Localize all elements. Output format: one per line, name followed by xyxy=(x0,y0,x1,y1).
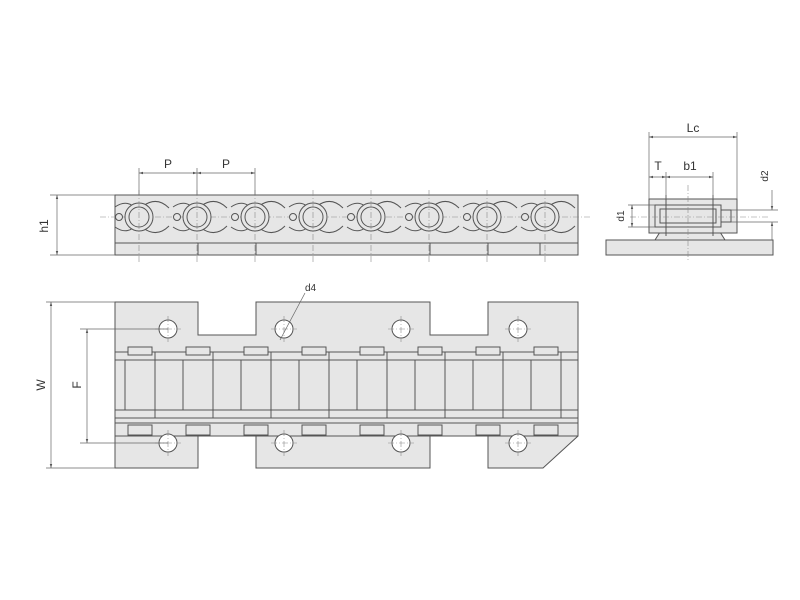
link-pin xyxy=(115,213,123,221)
front-link-group xyxy=(114,190,576,262)
b1-label: b1 xyxy=(683,159,697,173)
plan-roller xyxy=(414,346,446,436)
roller-cap-top xyxy=(359,346,385,356)
pitch-label-b: P xyxy=(222,157,230,171)
chain-link xyxy=(172,190,228,262)
roller-cap-bottom xyxy=(185,424,211,436)
d4-leader xyxy=(279,292,306,341)
chain-link xyxy=(114,190,170,262)
chain-link xyxy=(404,190,460,262)
chain-link xyxy=(346,190,402,262)
roller-body xyxy=(472,359,504,411)
roller-cap-bottom xyxy=(475,424,501,436)
roller-body xyxy=(240,359,272,411)
w-label: W xyxy=(34,379,48,391)
roller-body xyxy=(356,359,388,411)
roller-cap-top xyxy=(533,346,559,356)
roller-cap-top xyxy=(243,346,269,356)
roller-cap-bottom xyxy=(301,424,327,436)
roller-body xyxy=(530,359,562,411)
t-label: T xyxy=(654,159,662,173)
roller-body xyxy=(298,359,330,411)
roller-cap-bottom xyxy=(127,424,153,436)
mount-hole xyxy=(271,430,297,456)
chain-link xyxy=(288,190,344,262)
d4-label: d4 xyxy=(305,283,317,294)
roller-body xyxy=(124,359,156,411)
pitch-label-a: P xyxy=(164,157,172,171)
plan-roller xyxy=(356,346,388,436)
link-pin xyxy=(521,213,529,221)
mount-hole xyxy=(505,316,531,342)
side-view: Lc T b1 d1 d2 xyxy=(605,121,778,262)
mount-hole xyxy=(505,430,531,456)
d1-label: d1 xyxy=(616,210,627,222)
link-pin xyxy=(405,213,413,221)
side-base-plate xyxy=(605,239,774,256)
link-pin xyxy=(463,213,471,221)
roller-cap-bottom xyxy=(359,424,385,436)
roller-cap-bottom xyxy=(533,424,559,436)
link-pin xyxy=(231,213,239,221)
plan-roller xyxy=(240,346,272,436)
roller-cap-bottom xyxy=(243,424,269,436)
roller-cap-bottom xyxy=(417,424,443,436)
chain-link xyxy=(520,190,576,262)
chain-link xyxy=(462,190,518,262)
link-pin xyxy=(173,213,181,221)
h1-label: h1 xyxy=(37,219,51,233)
plan-roller xyxy=(124,346,156,436)
plan-roller xyxy=(472,346,504,436)
mount-hole xyxy=(388,430,414,456)
front-body xyxy=(114,194,579,256)
plan-roller xyxy=(530,346,562,436)
link-pin xyxy=(347,213,355,221)
plan-roller xyxy=(298,346,330,436)
plan-roller-group xyxy=(124,346,562,436)
f-label: F xyxy=(70,381,84,388)
roller-body xyxy=(182,359,214,411)
plan-roller xyxy=(182,346,214,436)
d2-label: d2 xyxy=(760,170,771,182)
roller-cap-top xyxy=(127,346,153,356)
roller-cap-top xyxy=(301,346,327,356)
mount-hole xyxy=(388,316,414,342)
roller-cap-top xyxy=(417,346,443,356)
side-pin-head xyxy=(720,209,732,223)
front-view: P P h1 xyxy=(37,157,590,262)
plan-bottom-strip xyxy=(114,422,579,437)
lc-label: Lc xyxy=(687,121,700,135)
roller-body xyxy=(414,359,446,411)
roller-cap-top xyxy=(185,346,211,356)
roller-cap-top xyxy=(475,346,501,356)
plan-view: d4 W F xyxy=(34,283,579,469)
link-pin xyxy=(289,213,297,221)
chain-link xyxy=(230,190,286,262)
